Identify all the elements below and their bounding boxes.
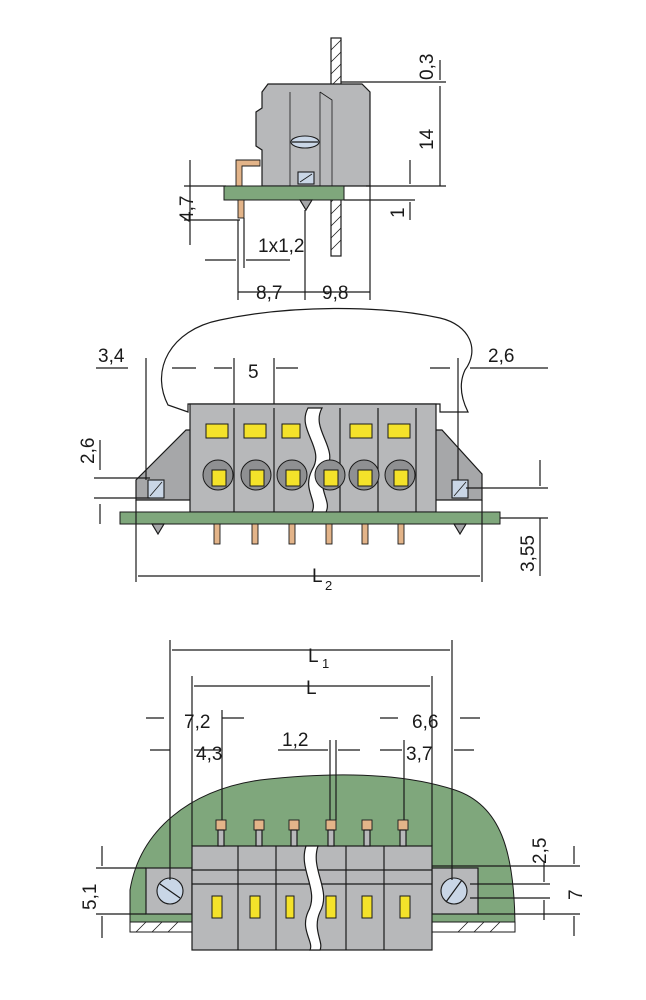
front-pcb [119, 511, 501, 525]
dim-top-flange-height: 5,1 [80, 884, 101, 910]
dim-top-right-outer: 6,6 [412, 712, 438, 733]
dim-front-flange: 2,6 [78, 438, 99, 464]
dim-side-pin-section: 1x1,2 [258, 236, 304, 257]
dim-top-l: L [306, 678, 317, 699]
dim-side-right: 9,8 [322, 283, 348, 304]
front-flange [135, 429, 197, 501]
dim-side-pin-length: 4,7 [177, 196, 198, 222]
dim-top-right-inner: 3,7 [406, 744, 432, 765]
front-wire-openings [202, 459, 416, 491]
top-dims [96, 640, 580, 938]
dim-front-pin: 3,55 [518, 535, 539, 572]
side-peg [298, 199, 314, 212]
side-pcb [223, 185, 345, 201]
dim-side-pcb: 1 [388, 207, 409, 218]
dim-top-left-outer: 7,2 [184, 712, 210, 733]
dim-front-length-sub: 2 [325, 578, 332, 593]
front-pins [213, 523, 405, 545]
top-clamps [211, 895, 411, 919]
side-lead-icon [235, 159, 261, 189]
dim-front-length: L [312, 566, 323, 587]
side-pin [237, 199, 245, 219]
dim-top-body: 7 [566, 889, 587, 900]
front-buttons [205, 423, 411, 439]
dim-top-l1: L [308, 646, 319, 667]
front-dims [94, 358, 548, 582]
dim-top-l1-sub: 1 [322, 656, 329, 671]
side-view: 0,3 14 1 4,7 1x1,2 8,7 9,8 [177, 37, 446, 304]
top-pins [215, 819, 409, 847]
front-break-outline [160, 307, 473, 413]
side-housing [255, 83, 371, 187]
dim-front-left-offset: 3,4 [98, 346, 125, 367]
dim-side-height: 14 [417, 128, 438, 150]
dim-side-left: 8,7 [256, 283, 282, 304]
dim-side-top: 0,3 [417, 54, 438, 80]
front-view: 3,4 5 2,6 2,6 3,55 L 2 [78, 307, 548, 593]
side-dims [184, 60, 446, 300]
dim-top-hole: 2,5 [530, 838, 551, 864]
dim-top-left-inner: 4,3 [196, 744, 222, 765]
top-view: L 1 L 7,2 4,3 1,2 6,6 3,7 5,1 2,5 7 [80, 640, 587, 951]
dim-front-right-offset: 2,6 [488, 346, 514, 367]
dim-front-pitch: 5 [248, 362, 259, 383]
dim-top-gap: 1,2 [282, 730, 308, 751]
